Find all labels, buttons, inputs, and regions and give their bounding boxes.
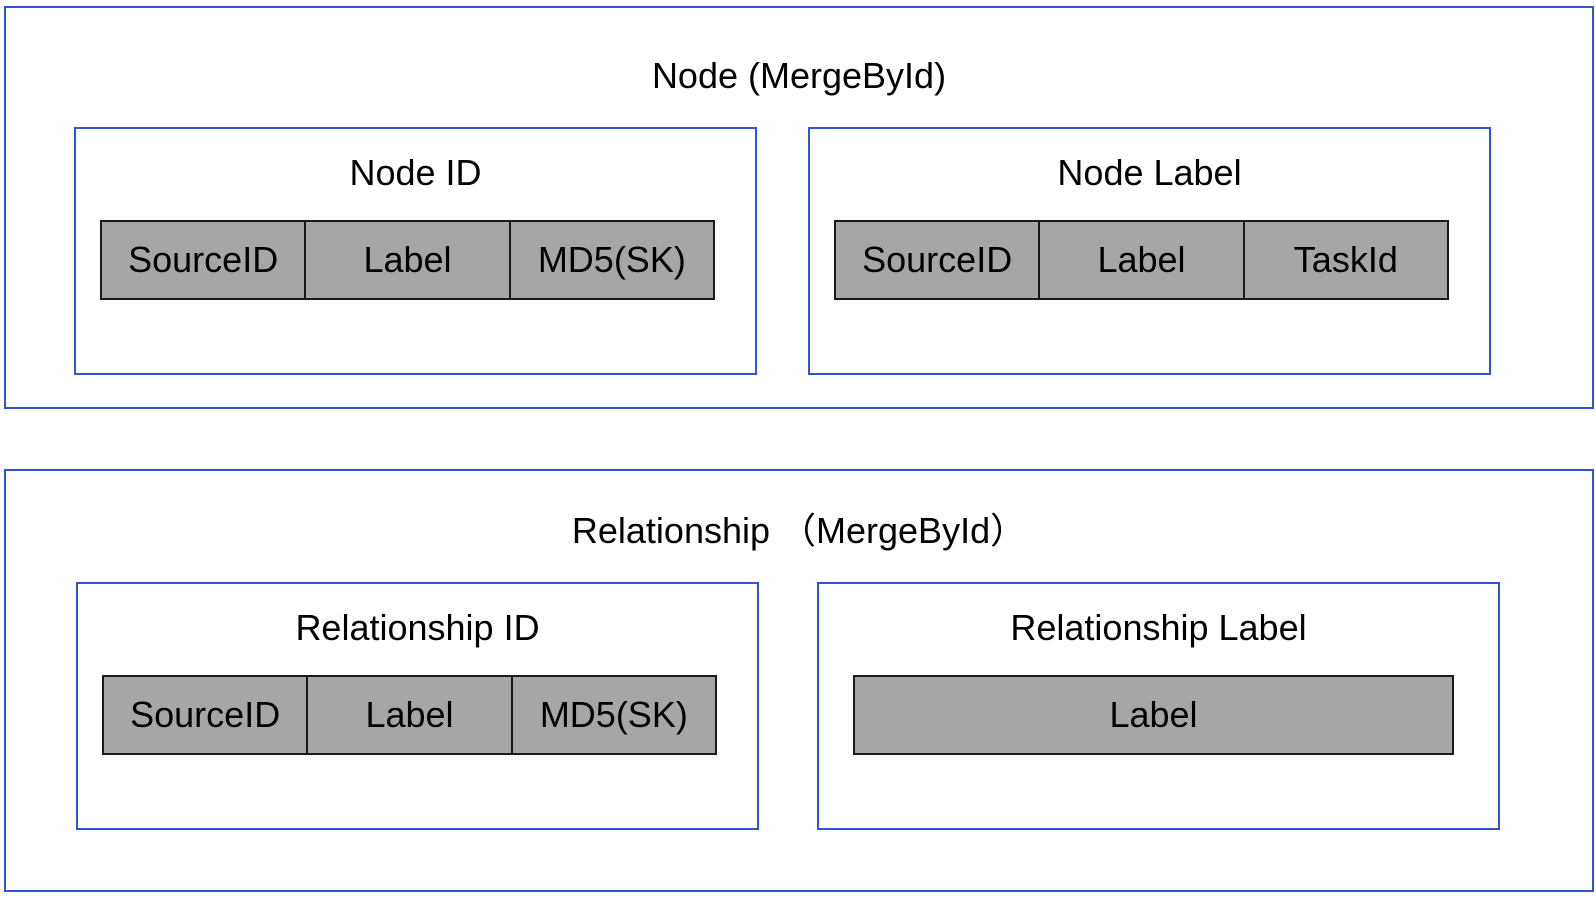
node-merge-container: Node (MergeById) Node ID SourceID Label …	[4, 6, 1594, 409]
relationship-label-field-row: Label	[853, 675, 1454, 755]
node-section-title: Node (MergeById)	[651, 55, 947, 96]
field-cell: Label	[308, 677, 513, 753]
node-id-box: Node ID SourceID Label MD5(SK)	[74, 127, 757, 375]
field-cell: TaskId	[1293, 239, 1398, 280]
field-cell: SourceID	[102, 222, 307, 298]
field-cell: SourceID	[836, 222, 1041, 298]
node-label-title: Node Label	[1057, 152, 1242, 193]
relationship-id-box: Relationship ID SourceID Label MD5(SK)	[76, 582, 759, 830]
relationship-section-title: Relationship （MergeById）	[571, 510, 1027, 551]
field-cell: Label	[1040, 222, 1245, 298]
node-label-box: Node Label SourceID Label TaskId	[808, 127, 1491, 375]
relationship-label-box: Relationship Label Label	[817, 582, 1500, 830]
field-cell: MD5(SK)	[537, 239, 686, 280]
node-label-field-row: SourceID Label TaskId	[834, 220, 1449, 300]
relationship-merge-container: Relationship （MergeById） Relationship ID…	[4, 469, 1594, 892]
relationship-id-field-row: SourceID Label MD5(SK)	[102, 675, 717, 755]
field-cell: MD5(SK)	[539, 694, 688, 735]
node-id-field-row: SourceID Label MD5(SK)	[100, 220, 715, 300]
relationship-id-title: Relationship ID	[295, 607, 540, 648]
field-cell: Label	[306, 222, 511, 298]
field-cell: SourceID	[104, 677, 309, 753]
field-cell: Label	[1109, 694, 1198, 735]
node-id-title: Node ID	[349, 152, 482, 193]
relationship-label-title: Relationship Label	[1010, 607, 1307, 648]
